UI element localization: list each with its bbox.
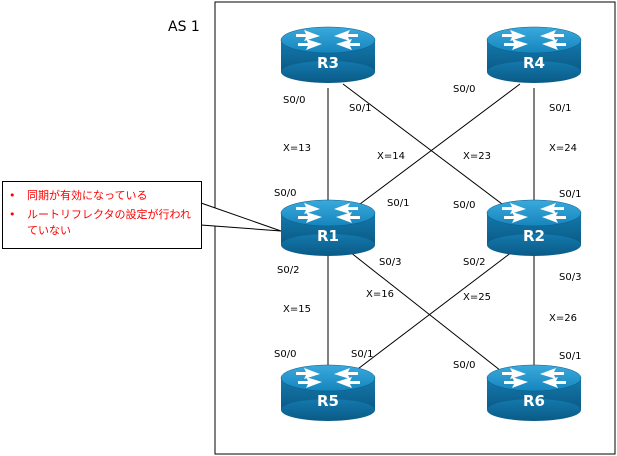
link-label-r1-r6: X=16 <box>366 289 394 300</box>
iface-r1-r6-r6: S0/0 <box>453 360 475 371</box>
link-label-r2-r6: X=26 <box>549 313 577 324</box>
callout-box: 同期が有効になっている ルートリフレクタの設定が行われていない <box>2 181 202 249</box>
iface-r1-r6-r1: S0/3 <box>379 257 401 268</box>
router-r4[interactable]: R4 <box>486 26 582 84</box>
iface-r2-r6-r6: S0/1 <box>559 351 581 362</box>
link-label-r1-r3: X=13 <box>283 143 311 154</box>
router-name-r4: R4 <box>523 54 545 72</box>
link-label-r1-r4: X=14 <box>377 151 405 162</box>
iface-r1-r4-r1: S0/1 <box>387 198 409 209</box>
as-boundary <box>214 1 616 455</box>
iface-r1-r5-r5: S0/0 <box>274 349 296 360</box>
iface-r2-r4-r4: S0/1 <box>549 103 571 114</box>
iface-r1-r3-r3: S0/0 <box>283 95 305 106</box>
iface-r2-r3-r3: S0/1 <box>349 103 371 114</box>
router-name-r3: R3 <box>317 54 339 72</box>
iface-r1-r3-r1: S0/0 <box>274 188 296 199</box>
link-r1-r6 <box>349 251 511 379</box>
router-r2[interactable]: R2 <box>486 199 582 257</box>
callout-pointer <box>200 202 282 232</box>
iface-r2-r5-r2: S0/2 <box>463 257 485 268</box>
router-r3[interactable]: R3 <box>280 26 376 84</box>
router-r6[interactable]: R6 <box>486 364 582 422</box>
callout-item: ルートリフレクタの設定が行われていない <box>7 207 197 239</box>
router-name-r5: R5 <box>317 392 339 410</box>
link-label-r2-r5: X=25 <box>463 292 491 303</box>
iface-r2-r3-r2: S0/0 <box>453 200 475 211</box>
iface-r2-r5-r5: S0/1 <box>351 349 373 360</box>
iface-r2-r6-r2: S0/3 <box>559 272 581 283</box>
router-r1[interactable]: R1 <box>280 199 376 257</box>
iface-r1-r5-r1: S0/2 <box>277 265 299 276</box>
link-r2-r5 <box>345 251 513 379</box>
as-label: AS 1 <box>168 19 200 35</box>
router-name-r2: R2 <box>523 227 545 245</box>
iface-r1-r4-r4: S0/0 <box>453 84 475 95</box>
iface-r2-r4-r2: S0/1 <box>559 189 581 200</box>
links-layer <box>327 83 535 379</box>
routers-layer: R3 R4 R1 R2 R5 R6 <box>280 26 582 422</box>
link-labels: X=13 X=14 X=23 X=24 X=15 X=16 X=25 X=26 <box>283 143 577 324</box>
link-label-r2-r4: X=24 <box>549 143 577 154</box>
link-label-r2-r3: X=23 <box>463 151 491 162</box>
router-name-r1: R1 <box>317 227 339 245</box>
interface-labels: S0/0 S0/0 S0/1 S0/0 S0/0 S0/1 S0/1 S0/1 … <box>274 84 581 371</box>
link-r1-r4 <box>351 83 521 211</box>
callout-list: 同期が有効になっている ルートリフレクタの設定が行われていない <box>7 188 197 239</box>
router-r5[interactable]: R5 <box>280 364 376 422</box>
router-name-r6: R6 <box>523 392 545 410</box>
callout-item: 同期が有効になっている <box>7 188 197 204</box>
link-label-r1-r5: X=15 <box>283 304 311 315</box>
link-r2-r3 <box>342 83 511 211</box>
